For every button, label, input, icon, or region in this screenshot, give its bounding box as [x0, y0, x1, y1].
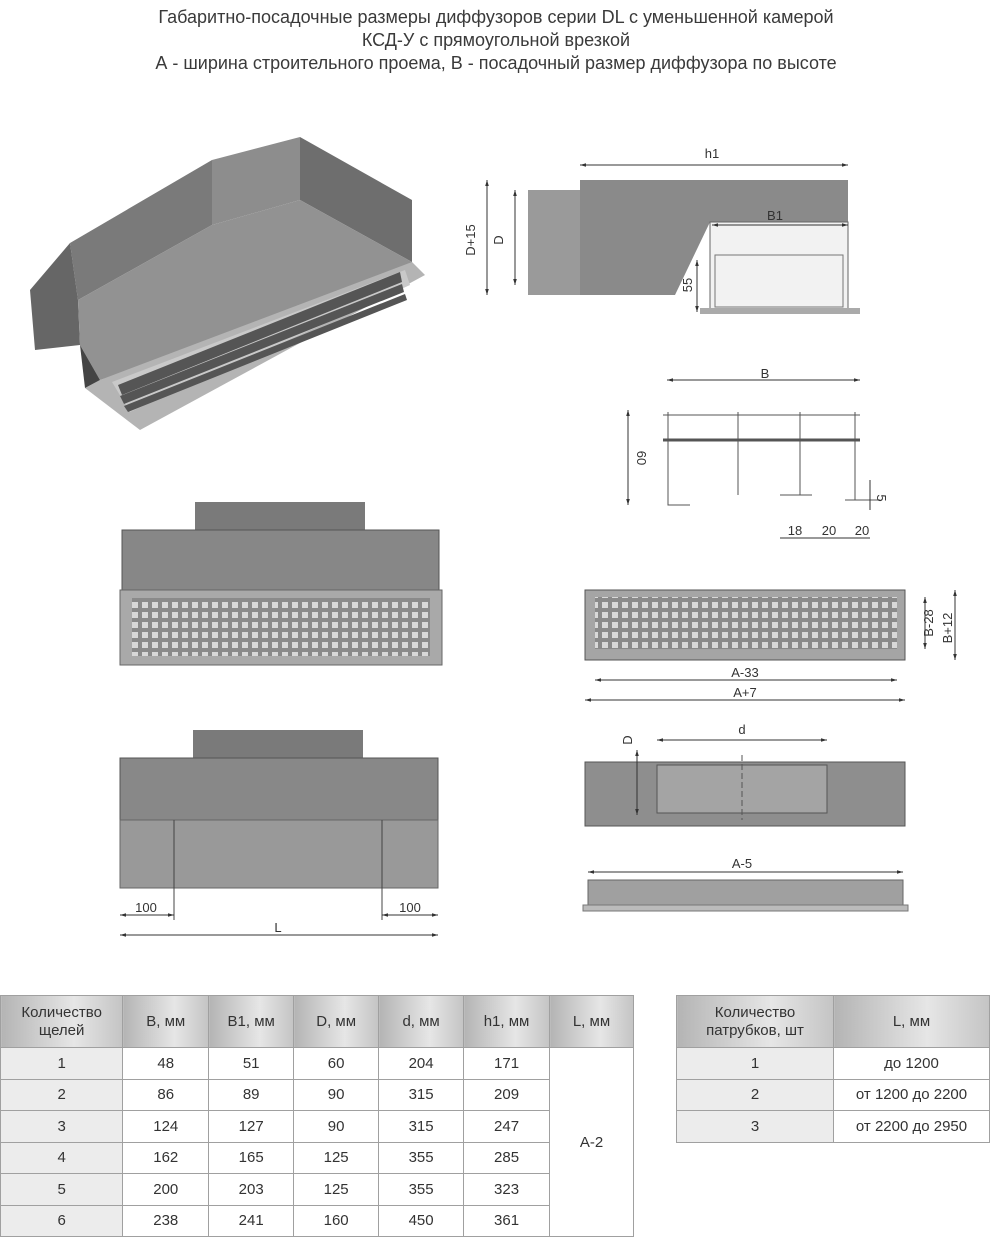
table-cell: 3: [0, 1110, 124, 1143]
dim-B1: B1: [767, 208, 783, 223]
table-cell: 355: [378, 1141, 465, 1174]
grille-face-view: [584, 589, 957, 702]
table-cell: 60: [293, 1047, 380, 1080]
table-cell: 124: [122, 1110, 210, 1143]
dim-B+12: B+12: [940, 613, 955, 644]
header-slots: Количество щелей: [0, 995, 124, 1048]
table-cell: 2: [0, 1078, 124, 1111]
profile-section-view: [626, 378, 880, 539]
table-cell: 48: [122, 1047, 210, 1080]
header-L: L, мм: [549, 995, 634, 1048]
dim-L: L: [274, 920, 281, 935]
table-cell: 285: [463, 1141, 551, 1174]
table-cell: 6: [0, 1204, 124, 1237]
dim-d: d: [738, 722, 745, 737]
table-cell: 323: [463, 1173, 551, 1206]
top-view: [584, 738, 906, 827]
table-cell: 247: [463, 1110, 551, 1143]
table-cell: 241: [208, 1204, 295, 1237]
table-cell: 5: [0, 1173, 124, 1206]
dim-D-top: D: [620, 735, 635, 744]
dim-A-33: A-33: [731, 665, 758, 680]
L-value-cell: A-2: [549, 1047, 634, 1237]
grille-side-view: [582, 870, 909, 912]
dim-5: 5: [874, 494, 889, 501]
table-cell: от 1200 до 2200: [833, 1078, 990, 1111]
table-cell: 162: [122, 1141, 210, 1174]
table-cell: 171: [463, 1047, 551, 1080]
drawings: h1 B1 D+15 D 55 B 60 5 18 20 20: [30, 137, 957, 937]
dim-100-right: 100: [399, 900, 421, 915]
table-header-row: Количество щелей B, мм B1, мм D, мм d, м…: [0, 995, 634, 1048]
dim-20b: 20: [855, 523, 869, 538]
header-d: d, мм: [378, 995, 465, 1048]
dim-D15: D+15: [463, 224, 478, 255]
front-view: [119, 502, 443, 666]
table-cell: 2: [676, 1078, 834, 1111]
dim-A+7: A+7: [733, 685, 757, 700]
title-line-2: КСД-У с прямоугольной врезкой: [361, 30, 631, 50]
table-cell: 4: [0, 1141, 124, 1174]
table-cell: 315: [378, 1110, 465, 1143]
header-h1: h1, мм: [463, 995, 551, 1048]
dim-60: 60: [634, 451, 649, 465]
header-D: D, мм: [293, 995, 380, 1048]
table-cell: 209: [463, 1078, 551, 1111]
table-cell: 238: [122, 1204, 210, 1237]
dim-55: 55: [680, 278, 695, 292]
table-cell: 125: [293, 1141, 380, 1174]
dim-B-28: B-28: [921, 609, 936, 636]
dim-100-left: 100: [135, 900, 157, 915]
table-cell: 1: [676, 1047, 834, 1080]
table-cell: 89: [208, 1078, 295, 1111]
table-cell: 90: [293, 1078, 380, 1111]
table-cell: до 1200: [833, 1047, 990, 1080]
table-cell: 3: [676, 1110, 834, 1143]
table-cell: 355: [378, 1173, 465, 1206]
table-cell: 127: [208, 1110, 295, 1143]
title-line-3: А - ширина строительного проема, В - пос…: [155, 53, 837, 73]
table-cell: 1: [0, 1047, 124, 1080]
table-cell: 160: [293, 1204, 380, 1237]
table-cell: 90: [293, 1110, 380, 1143]
side-section-view: h1 B1 D+15 D 55: [463, 146, 860, 314]
table-cell: 86: [122, 1078, 210, 1111]
dim-B: B: [761, 366, 770, 381]
header-nozzle-count: Количество патрубков, шт: [676, 995, 834, 1048]
dim-D: D: [491, 235, 506, 244]
bottom-view: [119, 730, 439, 937]
dim-h1: h1: [705, 146, 719, 161]
dimensions-table: Количество щелей B, мм B1, мм D, мм d, м…: [0, 995, 634, 1237]
dim-18: 18: [788, 523, 802, 538]
table-cell: от 2200 до 2950: [833, 1110, 990, 1143]
header-L: L, мм: [833, 995, 990, 1048]
dim-A-5: A-5: [732, 856, 752, 871]
table-cell: 315: [378, 1078, 465, 1111]
table-cell: 200: [122, 1173, 210, 1206]
table-cell: 361: [463, 1204, 551, 1237]
table-header-row: Количество патрубков, шт L, мм: [676, 995, 990, 1048]
header-B1: B1, мм: [208, 995, 295, 1048]
title-line-1: Габаритно-посадочные размеры диффузоров …: [158, 7, 834, 27]
header-B: B, мм: [122, 995, 210, 1048]
table-cell: 165: [208, 1141, 295, 1174]
table-cell: 203: [208, 1173, 295, 1206]
dim-20a: 20: [822, 523, 836, 538]
table-cell: 125: [293, 1173, 380, 1206]
table-cell: 450: [378, 1204, 465, 1237]
table-cell: 204: [378, 1047, 465, 1080]
table-cell: 51: [208, 1047, 295, 1080]
isometric-view: [30, 137, 425, 430]
